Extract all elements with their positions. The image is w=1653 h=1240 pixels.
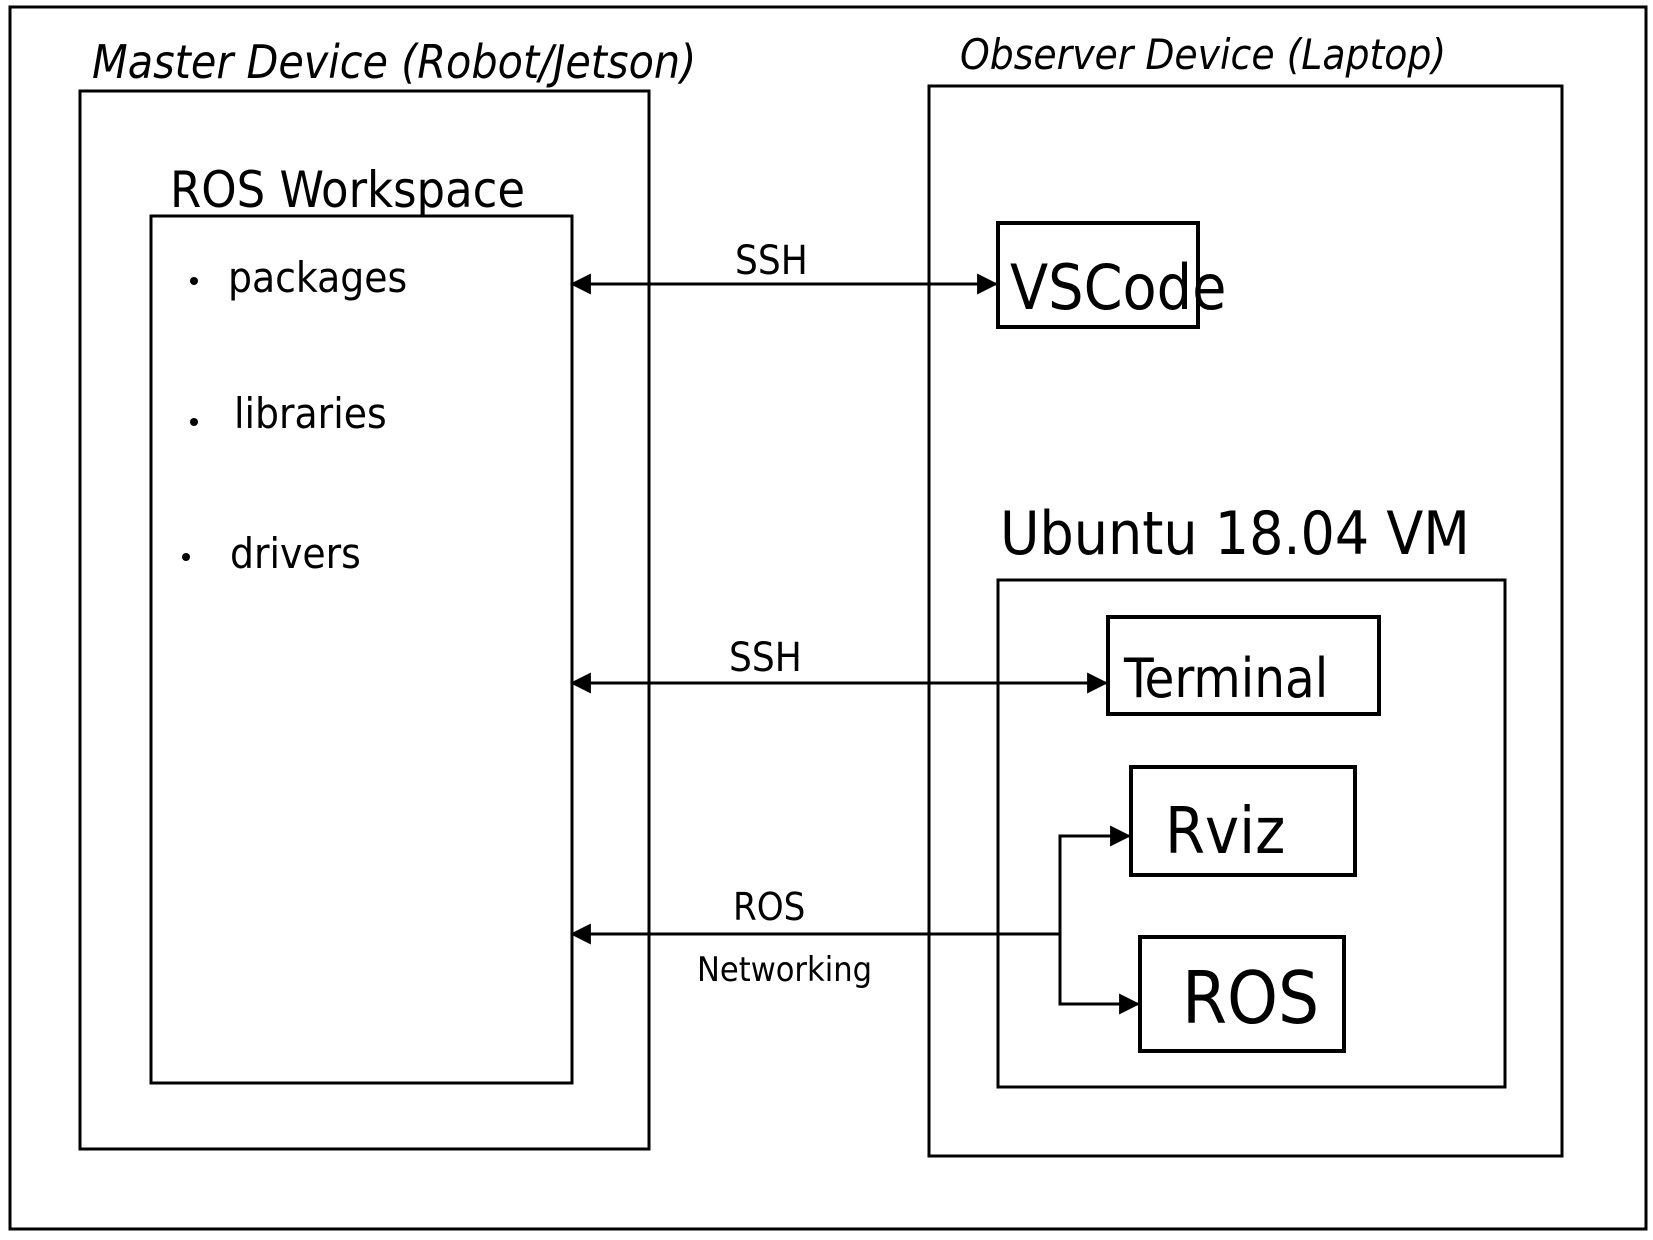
ros-workspace-box (149, 214, 574, 1085)
ssh-top-label: SSH (735, 238, 808, 284)
ros-networking-label-line1: ROS (733, 885, 805, 929)
workspace-item-drivers: drivers (230, 529, 361, 578)
workspace-item-libraries: libraries (234, 389, 387, 438)
bullet-icon (182, 553, 190, 561)
rviz-branch-connector (1058, 825, 1132, 934)
terminal-box (1106, 615, 1381, 716)
bullet-icon (190, 277, 198, 285)
ros-networking-label-line2: Networking (697, 950, 872, 990)
ubuntu-vm-title: Ubuntu 18.04 VM (1000, 499, 1470, 569)
ros-workspace-title: ROS Workspace (170, 161, 525, 219)
ubuntu-vm-box (996, 578, 1507, 1089)
observer-device-box (927, 84, 1564, 1158)
ssh-middle-label: SSH (729, 635, 802, 681)
bullet-icon (190, 418, 198, 426)
rviz-box (1129, 765, 1357, 877)
ros-label: ROS (1182, 956, 1319, 1040)
vscode-label: VSCode (1010, 251, 1226, 324)
rviz-label: Rviz (1165, 795, 1285, 869)
ros-branch-connector (1058, 934, 1141, 1015)
observer-device-title: Observer Device (Laptop) (960, 30, 1446, 79)
outer-frame (8, 5, 1648, 1231)
master-device-title: Master Device (Robot/Jetson) (92, 35, 696, 89)
terminal-label: Terminal (1123, 647, 1328, 710)
master-device-box (78, 89, 651, 1151)
workspace-item-packages: packages (228, 253, 407, 302)
